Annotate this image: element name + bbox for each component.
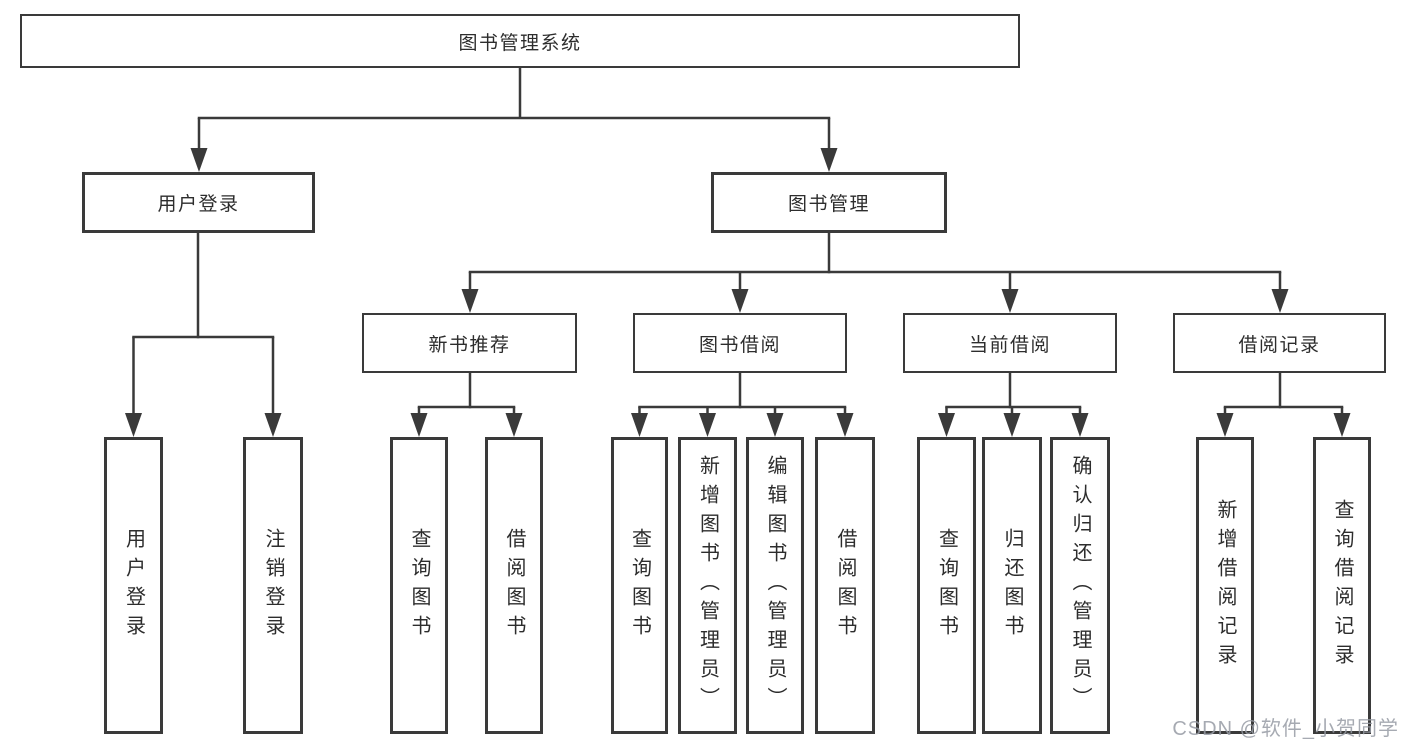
leaf-records-add-record: 新增借阅记录 (1196, 437, 1254, 734)
leaf-label: 新增借阅记录 (1214, 498, 1236, 673)
leaf-label: 借阅图书 (503, 527, 525, 644)
leaf-label: 确认归还（管理员） (1069, 455, 1091, 716)
leaf-current-query-books: 查询图书 (917, 437, 976, 734)
leaf-label: 注销登录 (262, 527, 284, 644)
leaf-label: 查询借阅记录 (1331, 498, 1353, 673)
node-book-borrowing: 图书借阅 (633, 313, 847, 373)
leaf-label: 归还图书 (1001, 527, 1023, 644)
leaf-borrow-query-books: 查询图书 (611, 437, 668, 734)
node-user-login: 用户登录 (82, 172, 315, 233)
leaf-newbook-borrow-books: 借阅图书 (485, 437, 543, 734)
node-library-system: 图书管理系统 (20, 14, 1020, 68)
leaf-current-return-books: 归还图书 (982, 437, 1042, 734)
leaf-label: 借阅图书 (834, 527, 856, 644)
leaf-label: 编辑图书（管理员） (764, 455, 786, 716)
leaf-label: 查询图书 (628, 527, 651, 644)
leaf-current-confirm-return-admin: 确认归还（管理员） (1050, 437, 1110, 734)
node-current-borrowing: 当前借阅 (903, 313, 1117, 373)
leaf-label: 查询图书 (935, 527, 958, 644)
node-new-book-recommendation: 新书推荐 (362, 313, 577, 373)
leaf-user-login: 用户登录 (104, 437, 163, 734)
leaf-borrow-borrow-books: 借阅图书 (815, 437, 875, 734)
node-borrowing-records: 借阅记录 (1173, 313, 1386, 373)
leaf-label: 用户登录 (122, 527, 145, 644)
leaf-label: 新增图书（管理员） (696, 455, 719, 716)
leaf-borrow-add-books-admin: 新增图书（管理员） (678, 437, 737, 734)
leaf-newbook-query-books: 查询图书 (390, 437, 448, 734)
node-book-management: 图书管理 (711, 172, 947, 233)
leaf-label: 查询图书 (408, 527, 430, 644)
leaf-logout-login: 注销登录 (243, 437, 303, 734)
leaf-borrow-edit-books-admin: 编辑图书（管理员） (746, 437, 804, 734)
leaf-records-query-record: 查询借阅记录 (1313, 437, 1371, 734)
